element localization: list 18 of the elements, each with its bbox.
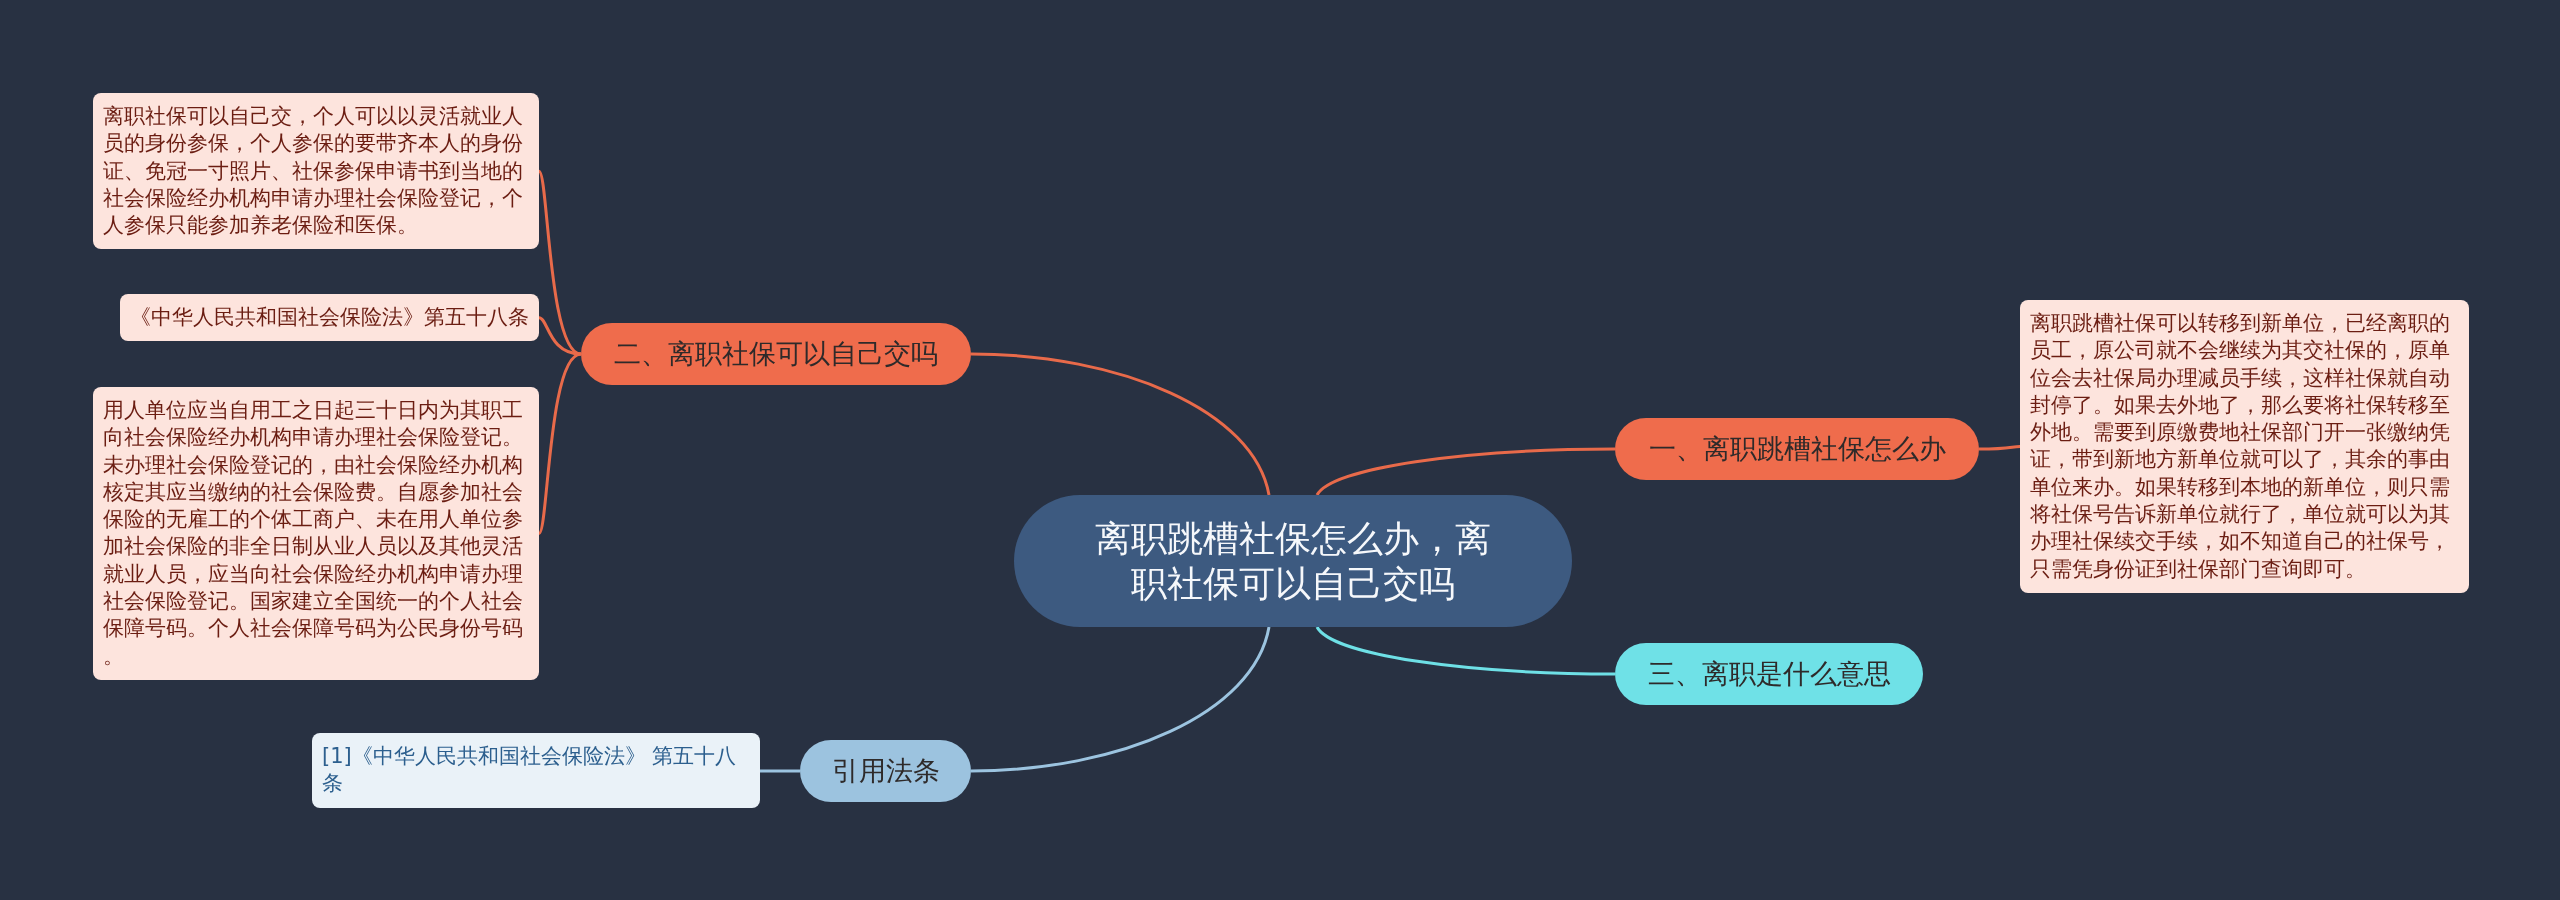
branch-bubble: 三、离职是什么意思 [1615, 643, 1923, 705]
topic-bubble: 离职跳槽社保怎么办，离职社保可以自己交吗 [1014, 495, 1572, 627]
note-box: 离职跳槽社保可以转移到新单位，已经离职的员工，原公司就不会继续为其交社保的，原单位会去社保局办理减员手续，这样社保就自动封停了。如果去外地了，那么要将社保转移至外地。需要到原缴费地社保部门开一张缴纳凭证，带到新地方新单位就可以了，其余的事由单位来办。如果转移到本地的新单位，则只需将社保号告诉新单位就行了，单位就可以为其办理社保续交手续，如不知道自己的社保号，只需凭身份证到社保部门查询即可。 [2020, 300, 2469, 593]
connector-line [538, 316, 582, 356]
connector-line [970, 352, 1271, 496]
connector-line [1315, 447, 1615, 496]
connector-line [970, 626, 1271, 773]
note-box: 离职社保可以自己交，个人可以以灵活就业人员的身份参保，个人参保的要带齐本人的身份证、免冠一寸照片、社保参保申请书到当地的社会保险经办机构申请办理社会保险登记，个人参保只能参加养老保险和医保。 [93, 93, 539, 250]
reference-box: [1]《中华人民共和国社会保险法》 第五十八条 [312, 733, 760, 808]
connector-line [1979, 445, 2021, 451]
connector-line [537, 352, 582, 535]
note-box: 用人单位应当自用工之日起三十日内为其职工向社会保险经办机构申请办理社会保险登记。未办理社会保险登记的，由社会保险经办机构核定其应当缴纳的社会保险费。自愿参加社会保险的无雇工的个体工商户、未在用人单位参加社会保险的非全日制从业人员以及其他灵活就业人员，应当向社会保险经办机构申请办理社会保险登记。国家建立全国统一的个人社会保障号码。个人社会保障号码为公民身份号码。 [93, 387, 539, 680]
branch-bubble: 一、离职跳槽社保怎么办 [1615, 418, 1979, 480]
branch-bubble: 二、离职社保可以自己交吗 [581, 323, 971, 385]
connector-line [1315, 626, 1615, 676]
branch-bubble: 引用法条 [800, 740, 971, 802]
note-box: 《中华人民共和国社会保险法》第五十八条 [120, 294, 539, 342]
connector-line [760, 769, 800, 773]
